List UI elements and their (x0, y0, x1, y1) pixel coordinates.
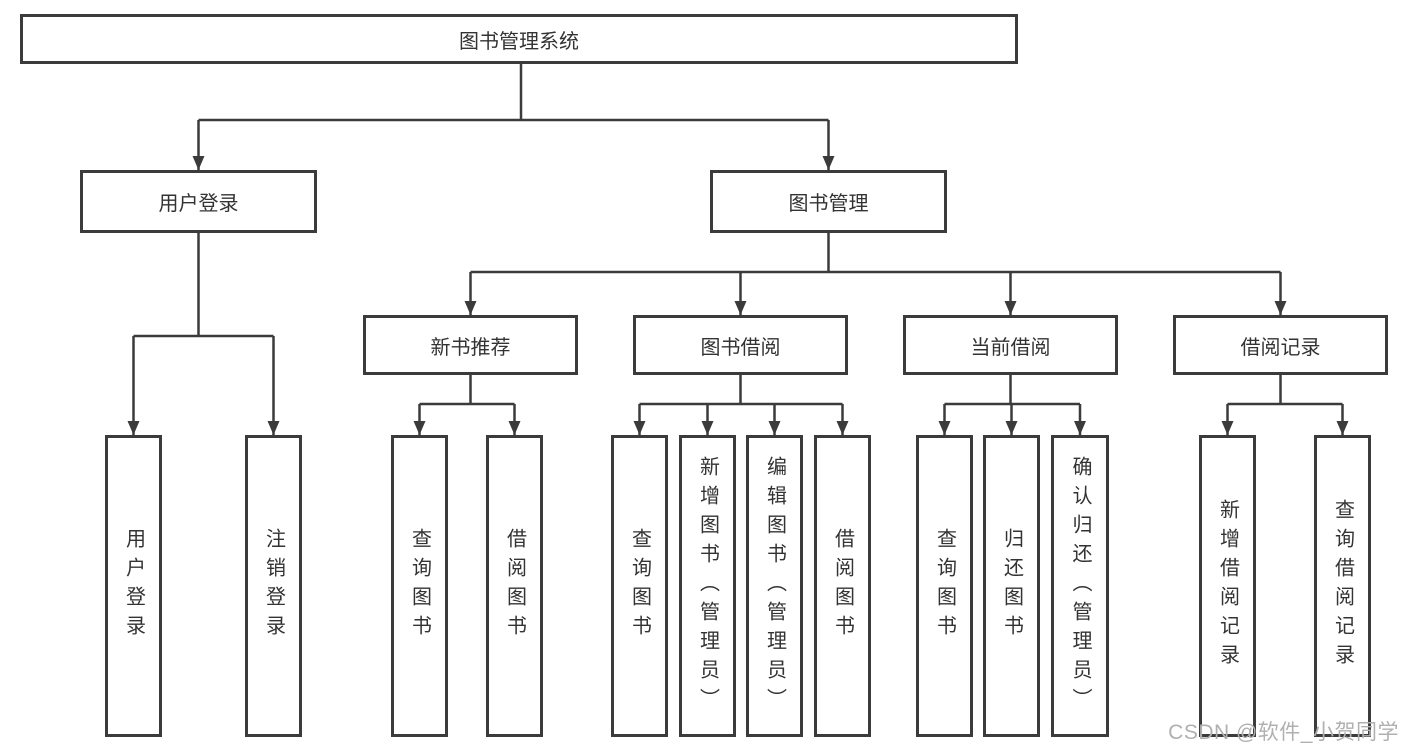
node-leaf-current-query-books: 查询图书 (916, 435, 973, 737)
node-leaf-borrow-edit-books-admin: 编辑图书（管理员） (746, 435, 803, 737)
node-leaf-borrow-add-books-admin: 新增图书（管理员） (679, 435, 736, 737)
node-leaf-records-query-record: 查询借阅记录 (1314, 435, 1371, 737)
node-leaf-records-add-record: 新增借阅记录 (1199, 435, 1256, 737)
node-leaf-newrec-borrow-books: 借阅图书 (486, 435, 543, 737)
node-book-borrow: 图书借阅 (633, 315, 848, 375)
node-new-book-recommend: 新书推荐 (363, 315, 578, 375)
node-leaf-newrec-query-books: 查询图书 (391, 435, 448, 737)
node-user-login: 用户登录 (80, 170, 317, 233)
node-leaf-borrow-query-books: 查询图书 (611, 435, 668, 737)
node-leaf-current-return-books: 归还图书 (983, 435, 1040, 737)
node-current-borrow: 当前借阅 (903, 315, 1118, 375)
watermark: CSDN @软件_小贺同学 (1168, 721, 1399, 744)
node-borrow-records: 借阅记录 (1173, 315, 1388, 375)
node-leaf-borrow-borrow-books: 借阅图书 (814, 435, 871, 737)
node-book-management: 图书管理 (710, 170, 947, 233)
node-leaf-user-login: 用户登录 (105, 435, 162, 737)
node-leaf-current-confirm-return-admin: 确认归还（管理员） (1051, 435, 1109, 737)
node-root: 图书管理系统 (20, 14, 1018, 64)
node-leaf-logout: 注销登录 (245, 435, 302, 737)
